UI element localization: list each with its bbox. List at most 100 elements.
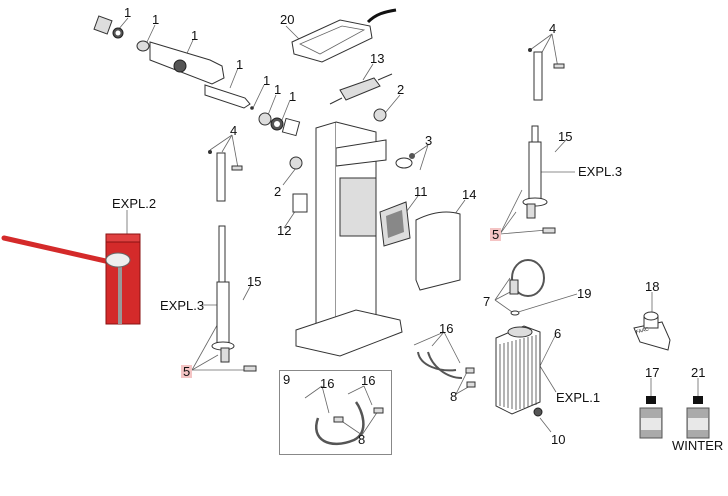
callout-expl-2: EXPL.2 bbox=[112, 196, 157, 211]
leader-line bbox=[191, 354, 219, 371]
leader-line bbox=[281, 99, 291, 121]
leader-line bbox=[494, 299, 513, 313]
callout-7: 7 bbox=[483, 294, 491, 309]
callout-12: 12 bbox=[277, 223, 292, 238]
callout-10: 10 bbox=[551, 432, 566, 447]
leader-line bbox=[431, 331, 445, 347]
callout-2: 2 bbox=[274, 184, 282, 199]
part-21-oil-bottle-winter bbox=[686, 396, 710, 439]
callout-17: 17 bbox=[645, 365, 660, 380]
part-20-mat bbox=[291, 8, 397, 63]
part-1-shaft-assembly bbox=[93, 15, 301, 137]
leader-line bbox=[339, 419, 363, 436]
part-4-right bbox=[528, 48, 565, 101]
callout-1: 1 bbox=[236, 57, 244, 72]
part-11-board bbox=[379, 201, 411, 247]
callout-14: 14 bbox=[462, 187, 477, 202]
callout-1: 1 bbox=[274, 82, 282, 97]
part-6-pump-unit bbox=[495, 325, 543, 417]
callout-2: 2 bbox=[397, 82, 405, 97]
leader-line bbox=[242, 284, 252, 301]
leader-line bbox=[419, 144, 429, 171]
part-13-resistor bbox=[329, 73, 393, 105]
leader-line bbox=[252, 84, 265, 109]
callout-3: 3 bbox=[425, 133, 433, 148]
leader-line bbox=[362, 63, 374, 81]
callout-expl-3: EXPL.3 bbox=[160, 298, 205, 313]
part-7-19-hose bbox=[509, 259, 545, 316]
leader-line bbox=[282, 167, 297, 186]
leader-line bbox=[283, 209, 297, 229]
leader-line bbox=[304, 385, 323, 399]
callout-4: 4 bbox=[549, 21, 557, 36]
leader-line bbox=[384, 94, 401, 114]
leader-line bbox=[455, 369, 469, 395]
callout-1: 1 bbox=[289, 89, 297, 104]
leader-line bbox=[321, 385, 330, 414]
callout-1: 1 bbox=[263, 73, 271, 88]
leader-line bbox=[363, 385, 373, 406]
leader-line bbox=[361, 410, 379, 436]
callout-expl-3: EXPL.3 bbox=[578, 164, 623, 179]
leader-line bbox=[231, 134, 239, 169]
leader-line bbox=[551, 33, 559, 69]
part-2-bumpers bbox=[289, 108, 387, 170]
callout-16: 16 bbox=[361, 373, 376, 388]
callout-6: 6 bbox=[554, 326, 562, 341]
callout-13: 13 bbox=[370, 51, 385, 66]
part-17-oil-bottle bbox=[639, 396, 663, 439]
callout-21: 21 bbox=[691, 365, 706, 380]
leader-line bbox=[411, 144, 429, 157]
leader-line bbox=[499, 229, 548, 235]
callout-1: 1 bbox=[152, 12, 160, 27]
leader-line bbox=[209, 134, 233, 151]
callout-11: 11 bbox=[414, 184, 428, 199]
callout-15: 15 bbox=[247, 274, 262, 289]
callout-8: 8 bbox=[358, 432, 366, 447]
callout-4: 4 bbox=[230, 123, 238, 138]
leader-line bbox=[347, 385, 365, 395]
barrier-cabinet bbox=[1, 233, 141, 325]
callout-1: 1 bbox=[191, 28, 199, 43]
callout-15: 15 bbox=[558, 129, 573, 144]
callout-9: 9 bbox=[283, 372, 291, 387]
leader-line bbox=[554, 139, 567, 153]
callout-18: 18 bbox=[645, 279, 660, 294]
leader-line bbox=[191, 319, 221, 371]
leader-line bbox=[529, 33, 553, 51]
leader-line bbox=[146, 24, 156, 43]
part-9-box-outline bbox=[279, 370, 392, 455]
callout-expl-1: EXPL.1 bbox=[556, 390, 601, 405]
leader-line bbox=[443, 331, 461, 364]
piston-right bbox=[522, 125, 556, 234]
part-12-box bbox=[292, 193, 308, 213]
leader-line bbox=[221, 134, 233, 153]
part-9-hose-kit bbox=[315, 401, 384, 446]
callout-19: 19 bbox=[577, 286, 592, 301]
callout-16: 16 bbox=[439, 321, 454, 336]
winter-label: WINTER bbox=[672, 438, 724, 453]
leader-line bbox=[499, 211, 517, 235]
leader-line bbox=[413, 331, 445, 346]
main-cabinet-frame bbox=[295, 121, 403, 357]
leader-line bbox=[267, 94, 277, 116]
part-4-left bbox=[208, 150, 243, 202]
leader-line bbox=[229, 67, 239, 89]
part-18-release-key bbox=[633, 311, 671, 351]
callout-5: 5 bbox=[181, 364, 193, 379]
callout-5: 5 bbox=[490, 227, 502, 242]
part-16-8-fittings bbox=[417, 351, 476, 388]
part-3-cable bbox=[395, 153, 415, 169]
leader-lines bbox=[117, 17, 699, 436]
callout-20: 20 bbox=[280, 12, 295, 27]
leader-line bbox=[539, 417, 552, 433]
leader-line bbox=[494, 277, 511, 301]
leader-line bbox=[514, 293, 578, 314]
callout-8: 8 bbox=[450, 389, 458, 404]
callout-16: 16 bbox=[320, 376, 335, 391]
leader-line bbox=[539, 333, 557, 367]
part-14-cover bbox=[415, 211, 461, 291]
callout-1: 1 bbox=[124, 5, 132, 20]
piston-left bbox=[211, 225, 257, 372]
